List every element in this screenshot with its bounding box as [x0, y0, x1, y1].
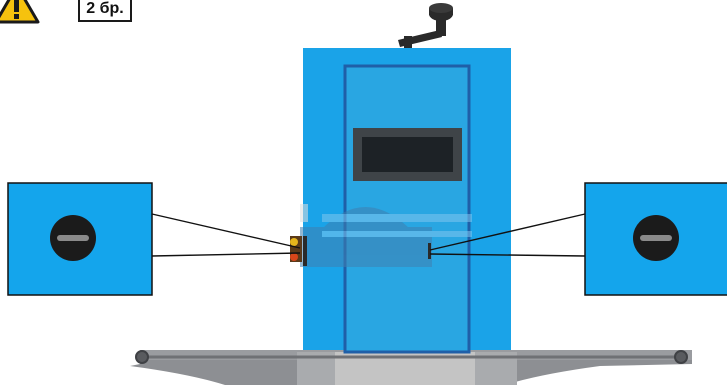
- internal-mechanism: [300, 204, 472, 267]
- base-right-pin: [674, 350, 688, 364]
- warning-triangle-icon: [0, 0, 40, 24]
- right-callout-box: [584, 182, 727, 296]
- display-screen: [362, 137, 453, 172]
- side-connector: [290, 236, 431, 266]
- base-left-pin: [135, 350, 149, 364]
- slotted-screw-icon: [50, 215, 96, 261]
- slotted-screw-icon: [633, 215, 679, 261]
- base-stand: [130, 350, 692, 385]
- crank-handle-icon: [398, 3, 453, 52]
- callout-leader-lines: [151, 213, 586, 257]
- quantity-label: 2 бр.: [78, 0, 132, 22]
- left-callout-box: [7, 182, 153, 296]
